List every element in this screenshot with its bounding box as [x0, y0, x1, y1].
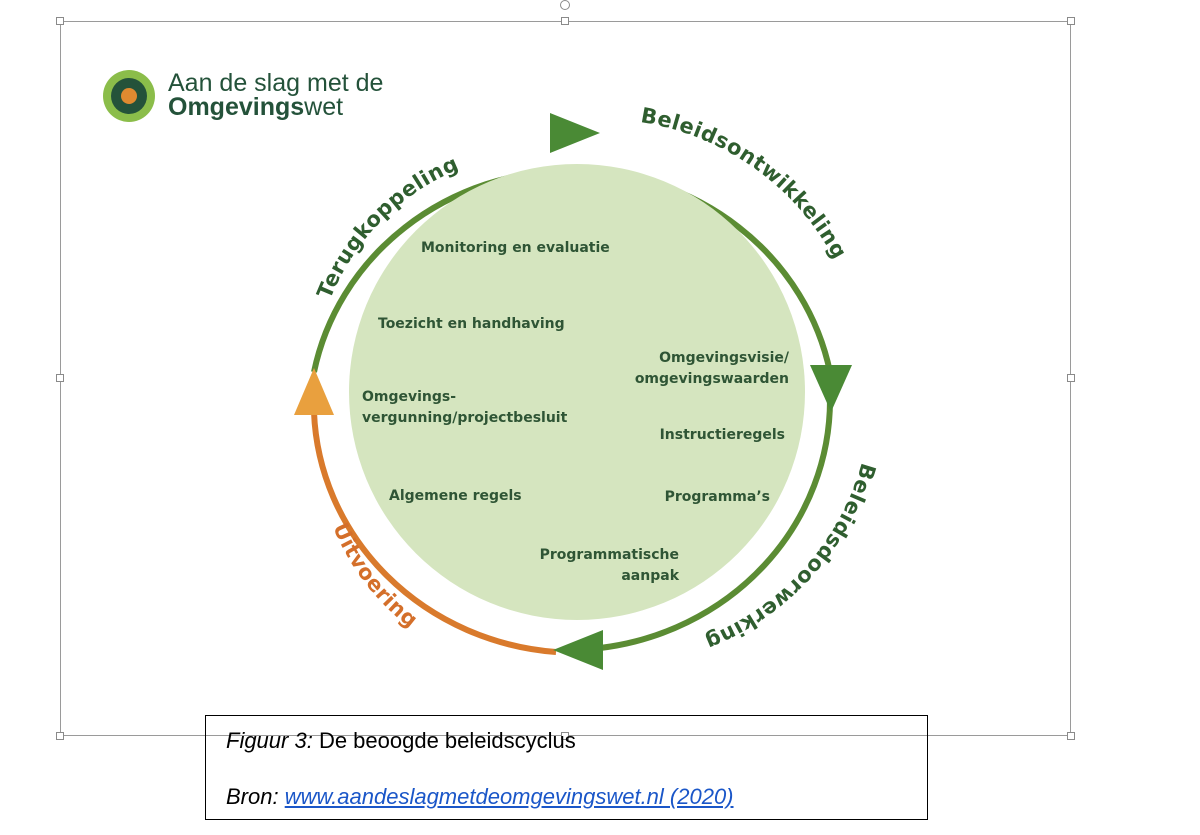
- inner-circle: [349, 164, 805, 620]
- label-instructie: Instructieregels: [660, 427, 785, 443]
- rotate-handle-icon[interactable]: [560, 0, 570, 10]
- instrument-labels: Monitoring en evaluatie Toezicht en hand…: [362, 240, 790, 584]
- resize-handle-top-center[interactable]: [561, 17, 569, 25]
- caption-figure-label: Figuur 3:: [226, 728, 313, 753]
- label-programmatisch-1: Programmatische: [540, 547, 679, 563]
- logo-line2-bold: Omgevings: [168, 93, 304, 121]
- resize-handle-middle-left[interactable]: [56, 374, 64, 382]
- arrow-right-icon: [810, 365, 852, 412]
- resize-handle-bottom-right[interactable]: [1067, 732, 1075, 740]
- resize-handle-top-left[interactable]: [56, 17, 64, 25]
- logo-line1: Aan de slag met de: [168, 69, 383, 97]
- caption-source: Bron: www.aandeslagmetdeomgevingswet.nl …: [226, 784, 734, 810]
- label-programmatisch-2: aanpak: [621, 568, 679, 584]
- logo-line2: Omgevingswet: [168, 93, 343, 121]
- source-link[interactable]: www.aandeslagmetdeomgevingswet.nl (2020): [284, 784, 734, 809]
- caption-figure-text: De beoogde beleidscyclus: [312, 728, 576, 753]
- caption-box[interactable]: [205, 715, 928, 820]
- label-toezicht: Toezicht en handhaving: [378, 316, 565, 332]
- caption-figure: Figuur 3: De beoogde beleidscyclus: [226, 728, 576, 754]
- logo-inner-circle: [121, 88, 137, 104]
- resize-handle-top-right[interactable]: [1067, 17, 1075, 25]
- logo-line2-rest: wet: [303, 93, 343, 121]
- resize-handle-middle-right[interactable]: [1067, 374, 1075, 382]
- ring-arc-left-orange: [311, 411, 557, 655]
- label-vergunning-1: Omgevings-: [362, 389, 456, 405]
- arrow-left-orange-icon: [294, 368, 334, 415]
- resize-handle-bottom-center[interactable]: [561, 732, 569, 740]
- label-programmas: Programma’s: [665, 489, 770, 505]
- arrow-bottom-icon: [553, 630, 603, 670]
- label-monitoring: Monitoring en evaluatie: [421, 240, 610, 256]
- caption-source-label: Bron:: [226, 784, 285, 809]
- arrow-top-icon: [550, 113, 600, 153]
- ring-arc-right: [599, 399, 833, 651]
- label-algemene: Algemene regels: [389, 488, 522, 504]
- label-visie-1: Omgevingsvisie/: [659, 350, 790, 366]
- logo: Aan de slag met de Omgevingswet: [103, 69, 383, 122]
- resize-handle-bottom-left[interactable]: [56, 732, 64, 740]
- label-visie-2: omgevingswaarden: [635, 371, 789, 387]
- label-vergunning-2: vergunning/projectbesluit: [362, 410, 568, 426]
